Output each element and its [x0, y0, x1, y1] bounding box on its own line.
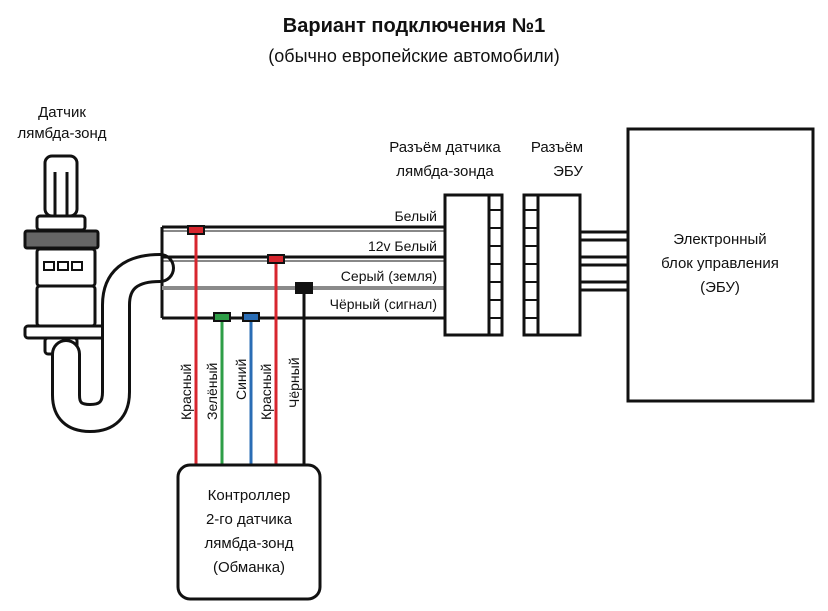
- controller-wire-label-black: Чёрный: [286, 357, 302, 408]
- ecu-connector-label-line2: ЭБУ: [553, 163, 583, 180]
- sensor-label-line1: Датчик: [38, 104, 86, 121]
- ecu-bus: [580, 230, 628, 292]
- splice-green: [213, 312, 231, 322]
- splice-red-2: [267, 254, 285, 264]
- splice-blue: [242, 312, 260, 322]
- wire-label-grey: Серый (земля): [341, 268, 437, 284]
- sensor-cable: [51, 253, 175, 434]
- ecu-connector: [522, 193, 582, 337]
- diagram-title: Вариант подключения №1: [283, 15, 545, 37]
- splice-connectors: [187, 225, 313, 322]
- sensor-connector-label-line2: лямбда-зонда: [396, 163, 494, 180]
- diagram-subtitle: (обычно европейские автомобили): [268, 46, 559, 66]
- ecu-label-line3: (ЭБУ): [700, 279, 740, 296]
- sensor-connector: [443, 193, 504, 337]
- ecu-label-line1: Электронный: [673, 231, 766, 248]
- ecu-box: [626, 127, 815, 403]
- controller-label-line3: лямбда-зонд: [204, 535, 293, 552]
- controller-label-line2: 2-го датчика: [206, 511, 293, 528]
- ecu-label-line2: блок управления: [661, 255, 779, 272]
- sensor-connector-label-line1: Разъём датчика: [389, 139, 501, 156]
- controller-box: [176, 463, 322, 601]
- controller-wire-label-green: Зелёный: [204, 363, 220, 420]
- lambda-sensor-icon: [23, 154, 107, 356]
- wire-label-white: Белый: [394, 208, 437, 224]
- wire-label-white-12v: 12v Белый: [368, 238, 437, 254]
- splice-black: [295, 282, 313, 294]
- controller-label-line1: Контроллер: [208, 487, 291, 504]
- controller-wire-label-red-1: Красный: [178, 364, 194, 420]
- controller-wire-label-red-2: Красный: [258, 364, 274, 420]
- wire-label-black: Чёрный (сигнал): [330, 296, 437, 312]
- controller-wire-label-blue: Синий: [233, 359, 249, 400]
- ecu-connector-label-line1: Разъём: [531, 139, 583, 156]
- controller-wires: [194, 231, 306, 466]
- sensor-label-line2: лямбда-зонд: [17, 125, 106, 142]
- controller-label-line4: (Обманка): [213, 559, 285, 576]
- splice-red-1: [187, 225, 205, 235]
